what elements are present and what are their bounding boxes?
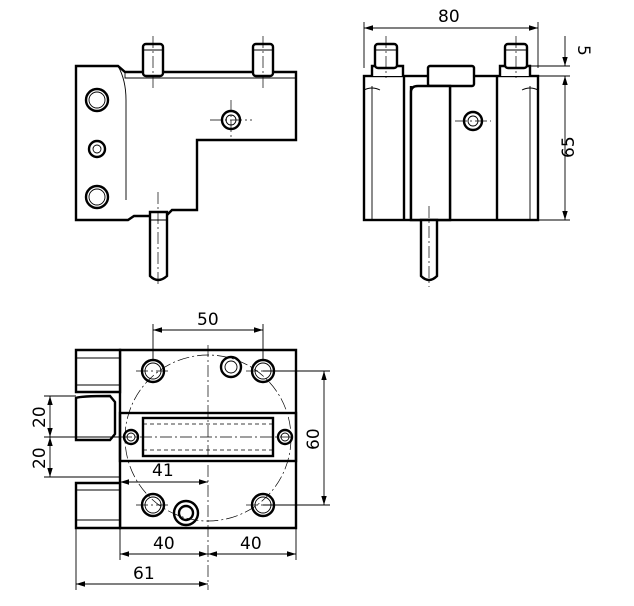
dim-front-height: 65 <box>559 136 579 158</box>
dim-top-slot-lower: 20 <box>30 447 50 469</box>
dim-front-width: 80 <box>438 7 460 27</box>
dim-top-right-half: 40 <box>240 534 262 554</box>
top-pin-bottom <box>172 499 200 527</box>
dim-top-hole-spacing: 50 <box>197 310 219 330</box>
dim-front-top-step: 5 <box>573 45 593 56</box>
side-hole-bottom <box>84 184 110 210</box>
top-view <box>44 324 330 590</box>
dim-top-slot-upper: 20 <box>30 406 50 428</box>
side-hole-mid <box>87 139 107 159</box>
side-view <box>74 36 298 286</box>
dim-top-total-offset: 61 <box>133 564 155 584</box>
side-stem <box>148 210 169 282</box>
dim-top-height: 60 <box>304 428 324 450</box>
side-hole-top <box>84 87 110 113</box>
front-view <box>362 22 570 287</box>
dim-top-inner-offset: 41 <box>152 461 174 481</box>
top-screw-top <box>219 355 243 379</box>
dim-top-left-half: 40 <box>153 534 175 554</box>
